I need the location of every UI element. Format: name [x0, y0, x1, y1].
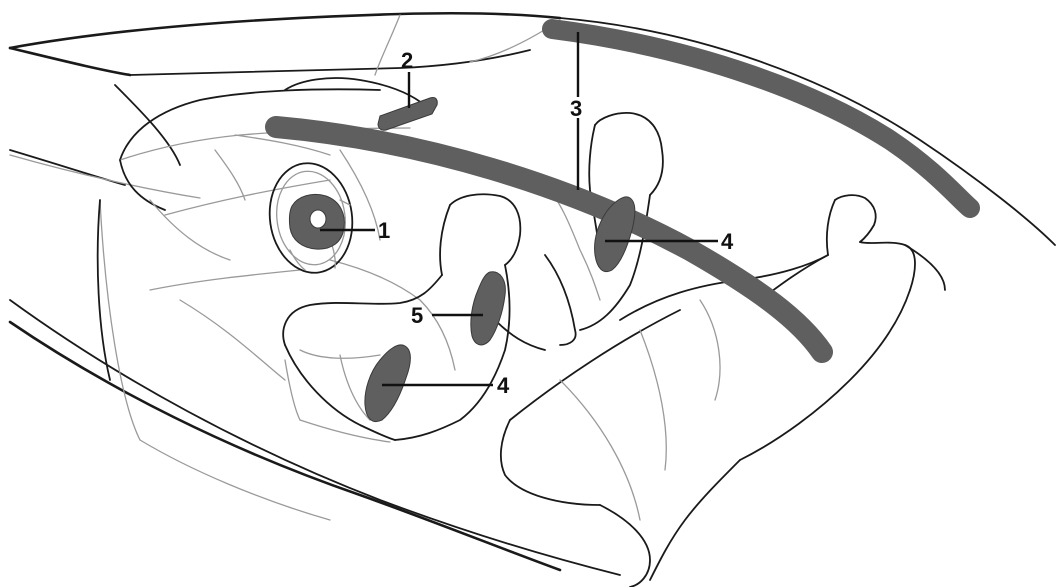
dashboard	[119, 77, 431, 381]
side-airbag-driver	[364, 344, 411, 423]
airbags	[265, 19, 980, 423]
side-airbag-passenger	[594, 196, 636, 273]
callout-4-upper: 4	[721, 229, 734, 254]
car-body-outline	[8, 11, 1056, 576]
callout-labels: 1 2 3 4 4 5	[378, 48, 734, 398]
callout-5: 5	[411, 303, 423, 328]
callout-3: 3	[570, 96, 582, 121]
callout-1: 1	[378, 218, 390, 243]
curtain-airbag-roof	[542, 19, 980, 218]
center-airbag	[470, 271, 506, 346]
front-seat-passenger	[494, 112, 664, 351]
front-seat-driver	[282, 193, 522, 443]
callout-leaders	[320, 32, 718, 387]
callout-4-lower: 4	[497, 373, 510, 398]
curtain-airbag-front	[265, 116, 833, 363]
callout-2: 2	[401, 48, 413, 73]
steering-wheel	[268, 162, 354, 274]
passenger-front-airbag	[377, 97, 438, 131]
